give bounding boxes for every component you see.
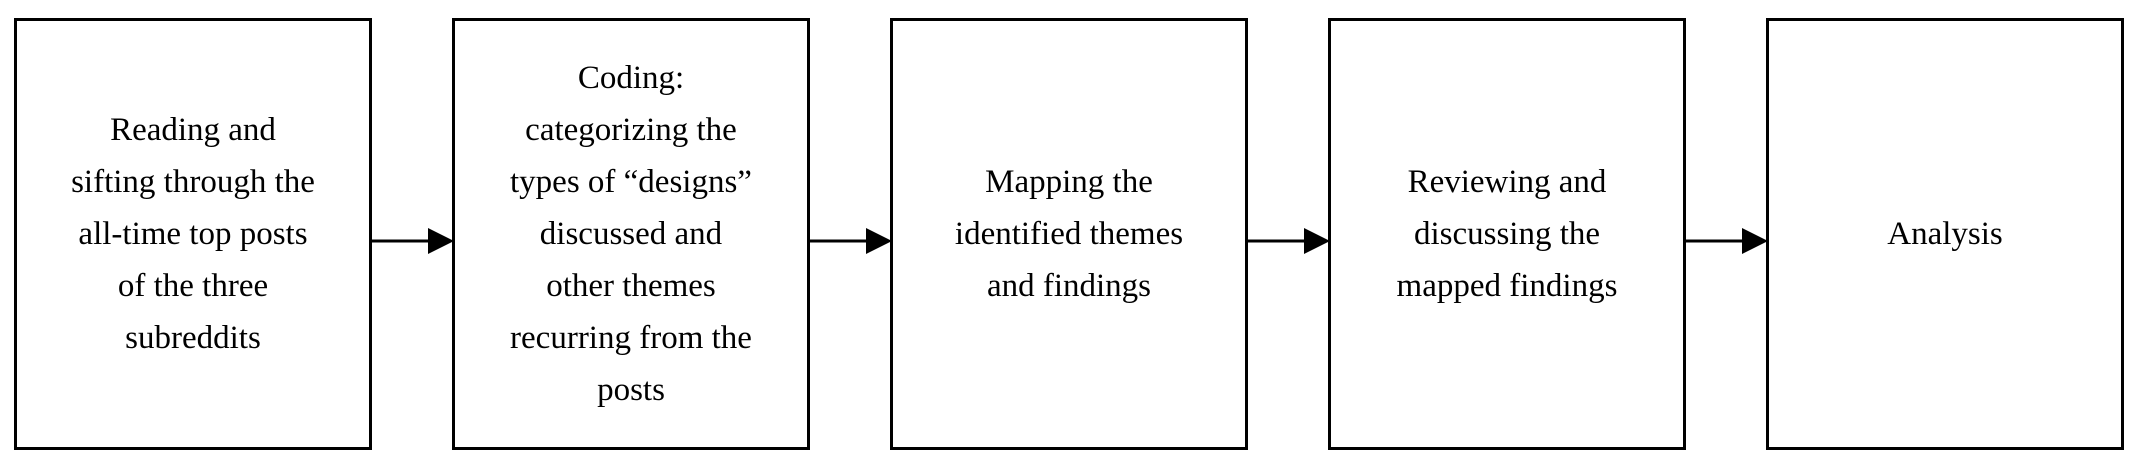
step-box-reviewing: Reviewing and discussing the mapped find… bbox=[1328, 18, 1686, 450]
step-box-reading: Reading and sifting through the all-time… bbox=[14, 18, 372, 450]
step-label-coding: Coding: categorizing the types of “desig… bbox=[510, 60, 752, 408]
step-label-mapping: Mapping the identified themes and findin… bbox=[954, 164, 1184, 304]
step-label-reading: Reading and sifting through the all-time… bbox=[71, 112, 315, 356]
step-label-reviewing: Reviewing and discussing the mapped find… bbox=[1396, 164, 1618, 304]
arrow-right-icon bbox=[1686, 228, 1768, 254]
step-box-analysis: Analysis bbox=[1766, 18, 2124, 450]
step-box-coding: Coding: categorizing the types of “desig… bbox=[452, 18, 810, 450]
step-box-mapping: Mapping the identified themes and findin… bbox=[890, 18, 1248, 450]
step-label-analysis: Analysis bbox=[1887, 216, 2003, 252]
arrow-right-icon bbox=[1248, 228, 1330, 254]
arrow-right-icon bbox=[810, 228, 892, 254]
arrow-right-icon bbox=[372, 228, 454, 254]
